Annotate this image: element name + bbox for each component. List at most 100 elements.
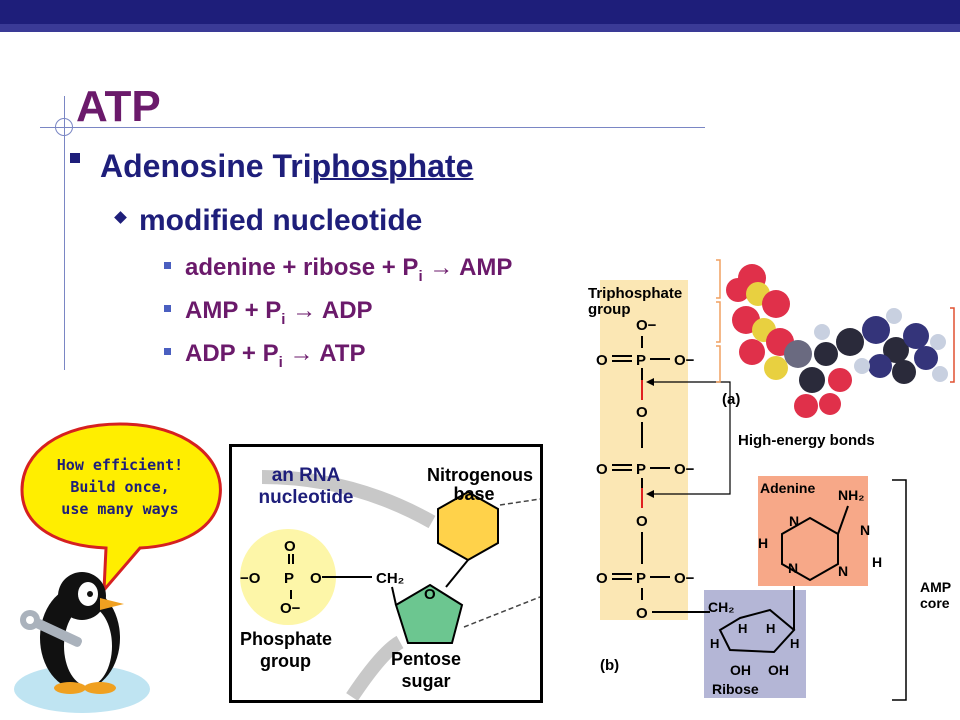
bullet-amp-reaction: adenine + ribose + Pi → AMP: [164, 254, 512, 285]
svg-text:H: H: [710, 636, 719, 651]
triphosphate-label-2: group: [588, 301, 631, 318]
diamond-bullet-icon: [114, 211, 127, 224]
bullet1-underlined: phosphate: [311, 148, 474, 184]
bullet-atp-reaction: ADP + Pi → ATP: [164, 340, 365, 371]
rna-caption: an RNA nucleotide: [236, 465, 376, 509]
bullet-modified-nucleotide: modified nucleotide: [114, 204, 423, 238]
atp-structure-diagram: Triphosphate group O− O P O− O O P O− O …: [588, 259, 955, 701]
adenine-label: Adenine: [760, 480, 815, 496]
triphosphate-panel: [600, 280, 688, 620]
svg-text:O: O: [636, 404, 648, 421]
svg-text:O: O: [596, 352, 608, 369]
high-energy-bond-arrows: [646, 378, 731, 498]
square-bullet-icon: [70, 153, 80, 163]
arrow-icon: →: [289, 340, 314, 367]
ribose-ch2: CH₂: [708, 599, 734, 615]
rna-o-minus-left: −O: [240, 570, 261, 587]
reaction-right: ATP: [319, 340, 366, 367]
phosphate-group-label-2: group: [260, 651, 311, 671]
svg-text:P: P: [636, 352, 646, 369]
reaction-subscript: i: [418, 267, 423, 285]
bullet-adp-reaction: AMP + Pi → ADP: [164, 297, 373, 328]
pentose-sugar-label-2: sugar: [401, 671, 450, 691]
adenine-structure: Adenine NH₂ N N H N N H: [758, 480, 882, 582]
rna-ch2: CH₂: [376, 570, 404, 587]
svg-text:H: H: [766, 621, 775, 636]
svg-text:O: O: [636, 513, 648, 530]
rna-p: P: [284, 570, 294, 587]
arrow-icon: →: [429, 254, 454, 281]
rna-nucleotide-diagram: O −O P O O− CH₂ O Phosphate group Nitrog…: [229, 444, 543, 703]
amp-label-2: core: [920, 595, 950, 611]
slide-title: ATP: [76, 82, 161, 131]
nitrogenous-base-hexagon: [437, 490, 499, 562]
bullet2-text: modified nucleotide: [139, 204, 423, 237]
penguin-speech-graphic: How efficient! Build once, use many ways: [14, 422, 222, 713]
svg-text:N: N: [789, 513, 799, 529]
label-b: (b): [600, 657, 619, 674]
svg-text:N: N: [788, 560, 798, 576]
reaction-left: ADP + P: [185, 340, 279, 367]
svg-text:N: N: [860, 522, 870, 538]
amp-core-bracket: [892, 479, 907, 701]
decor-horizontal-line: [40, 127, 705, 128]
swoosh-arrow-icon: [346, 635, 404, 700]
phosphate-group-label-1: Phosphate: [240, 629, 332, 649]
svg-text:P: P: [636, 461, 646, 478]
svg-text:O−: O−: [674, 570, 695, 587]
svg-text:P: P: [636, 570, 646, 587]
reaction-right: AMP: [459, 254, 513, 281]
svg-text:H: H: [872, 554, 882, 570]
svg-text:O−: O−: [674, 352, 695, 369]
svg-text:H: H: [758, 535, 768, 551]
svg-text:N: N: [838, 563, 848, 579]
decor-circle: [55, 118, 73, 136]
bubble-line-2: Build once,: [70, 478, 169, 496]
svg-text:O−: O−: [636, 317, 657, 334]
svg-text:O: O: [636, 605, 648, 622]
rna-o-right: O: [310, 570, 322, 587]
pentose-sugar-label-1: Pentose: [391, 649, 461, 669]
reaction-right: ADP: [321, 297, 373, 324]
svg-text:OH: OH: [768, 662, 789, 678]
top-banner-stripe: [0, 24, 960, 32]
speech-bubble-shape: [20, 422, 222, 595]
svg-text:O: O: [596, 461, 608, 478]
svg-text:H: H: [790, 636, 799, 651]
phosphate-2: O P O− O: [596, 461, 695, 564]
bubble-line-1: How efficient!: [57, 456, 183, 474]
bullet-adenosine-triphosphate: Adenosine Triphosphate: [70, 148, 473, 185]
rna-o-top: O: [284, 538, 296, 555]
label-a: (a): [722, 391, 740, 408]
phosphate-3: O P O− O: [596, 570, 710, 622]
nitrogenous-base-label-1: Nitrogenous: [427, 465, 533, 485]
reaction-left: adenine + ribose + P: [185, 254, 419, 281]
bubble-line-3: use many ways: [61, 500, 178, 518]
small-square-bullet-icon: [164, 262, 171, 269]
bullet1-prefix: Adenosine Tri: [100, 148, 312, 184]
space-filling-model-icon: [716, 259, 955, 418]
triphosphate-label-1: Triphosphate: [588, 285, 682, 302]
nitrogenous-base-label-2: base: [453, 484, 494, 504]
ribose-label: Ribose: [712, 681, 759, 697]
svg-text:O−: O−: [674, 461, 695, 478]
rna-ring-o: O: [424, 586, 436, 603]
high-energy-bonds-label: High-energy bonds: [738, 432, 875, 449]
swoosh-arrow-icon: [261, 470, 436, 529]
adenine-nh2: NH₂: [838, 487, 864, 503]
amp-label-1: AMP: [920, 579, 951, 595]
svg-text:H: H: [738, 621, 747, 636]
small-square-bullet-icon: [164, 305, 171, 312]
pentose-sugar-pentagon: [394, 583, 464, 644]
svg-text:OH: OH: [730, 662, 751, 678]
top-banner: [0, 0, 960, 24]
reaction-subscript: i: [278, 353, 283, 371]
reaction-left: AMP + P: [185, 297, 282, 324]
reaction-subscript: i: [281, 310, 286, 328]
phosphate-circle: [240, 529, 336, 625]
rna-caption-line-1: an RNA: [271, 465, 341, 486]
arrow-icon: →: [292, 297, 317, 324]
rna-caption-line-2: nucleotide: [258, 487, 354, 508]
wrench-icon: [20, 610, 82, 647]
adenine-panel: [758, 476, 868, 586]
